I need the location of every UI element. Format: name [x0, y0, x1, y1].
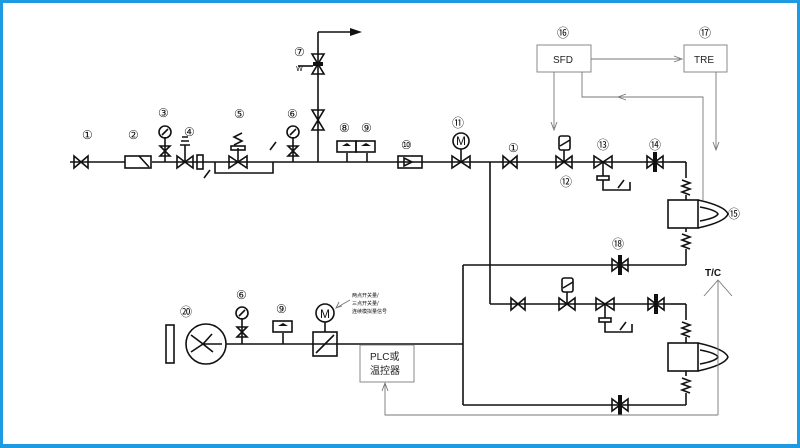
pressure-gauge-3	[158, 125, 172, 162]
motorized-damper: M	[312, 303, 338, 357]
label-1a: ①	[82, 128, 93, 142]
label-20: ⑳	[180, 305, 192, 319]
label-1b: ①	[508, 141, 519, 155]
slam-shut-valve-4	[176, 136, 204, 170]
label-18: ⑱	[612, 237, 624, 251]
note-line-3: 连续模拟量信号	[352, 308, 387, 315]
ball-valve-1	[73, 154, 89, 170]
plc-box: PLC或 温控器	[359, 344, 415, 383]
label-2: ②	[128, 128, 139, 142]
pressure-switch-9b	[272, 320, 293, 344]
pressure-gauge-6b	[235, 306, 249, 344]
svg-text:W: W	[296, 65, 303, 73]
label-6a: ⑥	[287, 107, 298, 121]
control-valve-13	[593, 154, 631, 191]
diagram-canvas: ① ② ③ ④ ⑤ ⑥	[3, 3, 797, 444]
motor-tag-a: M	[456, 134, 466, 148]
pressure-switch-8	[336, 140, 357, 162]
pressure-regulator-5	[203, 132, 277, 179]
label-7: ⑦	[294, 45, 305, 59]
flow-meter-10	[397, 155, 423, 169]
motor-tag-b: M	[320, 307, 330, 321]
label-12: ⑫	[560, 175, 572, 189]
sfd-label: SFD	[553, 55, 573, 66]
label-9a: ⑨	[361, 121, 372, 135]
sfd-box: SFD	[536, 44, 592, 73]
label-6b: ⑥	[236, 288, 247, 302]
label-13: ⑬	[597, 138, 609, 152]
needle-valve-14	[646, 152, 664, 172]
label-17: ⑰	[699, 26, 711, 40]
plc-line-2: 温控器	[370, 364, 400, 377]
signal-lines	[381, 55, 733, 416]
pressure-switch-9	[355, 140, 376, 162]
label-14: ⑭	[649, 138, 661, 152]
tre-box: TRE	[683, 44, 728, 73]
label-16: ⑯	[557, 26, 569, 40]
tc-label: T/C	[705, 268, 721, 279]
burner-20	[165, 323, 227, 365]
motorized-valve-11: M	[451, 132, 471, 170]
filter-2	[124, 155, 152, 169]
label-8: ⑧	[339, 121, 350, 135]
solenoid-valve-12	[555, 135, 573, 170]
plc-line-1: PLC或	[370, 351, 399, 363]
note-line-1: 两点开关量/	[352, 292, 379, 299]
label-3: ③	[158, 106, 169, 120]
label-15: ⑮	[728, 207, 740, 221]
label-9b: ⑨	[276, 302, 287, 316]
burner-15	[667, 162, 729, 265]
label-4: ④	[184, 125, 195, 139]
relief-valve-7: W	[296, 28, 362, 162]
note-line-2: 三点开关量/	[352, 300, 379, 307]
piping-diagram: ① ② ③ ④ ⑤ ⑥	[70, 26, 740, 416]
lower-branch	[510, 277, 729, 415]
label-11: ⑪	[452, 116, 464, 130]
branch-lines	[462, 162, 686, 406]
pilot-valve-18	[611, 255, 629, 275]
pressure-gauge-6	[286, 125, 300, 162]
label-5: ⑤	[234, 107, 245, 121]
label-10: ⑩	[401, 138, 412, 152]
ball-valve-1b	[502, 154, 518, 170]
tre-label: TRE	[694, 55, 714, 66]
signal-note: 两点开关量/ 三点开关量/ 连续模拟量信号	[335, 292, 387, 315]
